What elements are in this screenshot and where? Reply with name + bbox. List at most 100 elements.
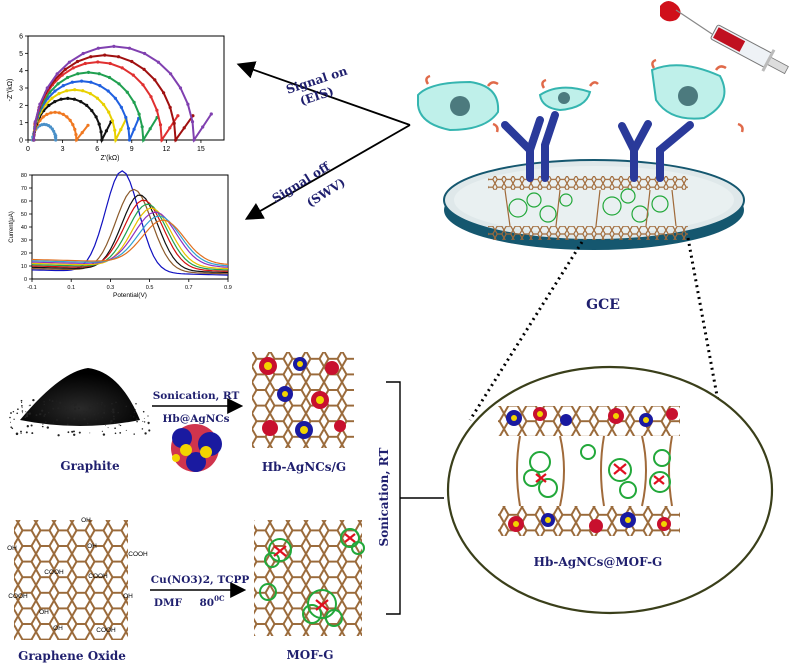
eis-point	[179, 86, 182, 89]
go-functional-group: OH	[123, 593, 133, 600]
eis-point	[174, 138, 177, 141]
hb-agncs-label: Hb@AgNCs	[162, 413, 229, 425]
eis-point	[141, 83, 144, 86]
eis-point	[108, 76, 111, 79]
go-functional-group: OH	[81, 517, 91, 524]
graphene-oxide-sheet: OHOHCOOHCOOHCOOHOHCOOHOHOHCOOHOH Graphen…	[7, 517, 148, 663]
eis-point	[105, 129, 108, 132]
graphite-speck	[26, 431, 28, 433]
eis-point	[96, 60, 99, 63]
cu-tcpp-label: Cu(NO3)2, TCPP	[151, 574, 250, 586]
graphite-speck	[56, 401, 57, 402]
graphite-speck	[112, 411, 114, 413]
eis-y-tick-label: 0	[19, 138, 23, 145]
eis-point	[60, 98, 63, 101]
eis-point	[120, 106, 123, 109]
swv-y-tick-label: 70	[21, 186, 27, 192]
eis-point	[121, 66, 124, 69]
graphite-speck	[112, 408, 115, 411]
eis-x-tick-label: 9	[130, 146, 134, 153]
graphite-label: Graphite	[60, 459, 120, 473]
eis-point	[98, 84, 101, 87]
temperature-label: 800C	[199, 594, 224, 609]
graphite-speck	[72, 415, 73, 416]
graphite-speck	[148, 429, 150, 431]
swv-x-tick-label: 0.3	[107, 285, 115, 291]
eis-point	[57, 82, 60, 85]
swv-y-ticks: 01020304050607080	[21, 173, 32, 283]
eis-point	[76, 60, 79, 63]
swv-y-tick-label: 40	[21, 225, 27, 231]
eis-point	[58, 111, 61, 114]
mof-g-sheet: MOF-G	[254, 520, 364, 662]
go-functional-group: COOH	[128, 551, 148, 558]
mof-g-label: MOF-G	[287, 648, 334, 662]
graphite-speck	[102, 431, 103, 432]
graphite-speck	[67, 410, 69, 412]
eis-point	[96, 97, 99, 100]
eis-point	[169, 72, 172, 75]
eis-point	[56, 72, 59, 75]
graphite-speck	[73, 434, 75, 436]
eis-point	[46, 86, 49, 89]
eis-point	[98, 123, 101, 126]
graphite-speck	[71, 431, 73, 433]
eis-point	[57, 92, 60, 95]
graphite-speck	[78, 402, 79, 403]
graphite-speck	[20, 433, 21, 434]
graphite-speck	[36, 414, 38, 416]
graphite-speck	[41, 414, 42, 415]
eis-point	[168, 126, 171, 129]
eis-point	[90, 109, 93, 112]
graphite-speck	[26, 413, 28, 415]
graphite-speck	[89, 407, 91, 409]
graphite-speck	[89, 432, 90, 433]
go-functional-group: OH	[87, 543, 97, 550]
graphite-speck	[110, 420, 113, 423]
eis-point	[143, 68, 146, 71]
eis-point	[66, 76, 69, 79]
graphite-speck	[22, 407, 23, 408]
eis-point	[114, 97, 117, 100]
graphite-speck	[67, 424, 69, 426]
graphite-speck	[126, 430, 127, 431]
eis-x-axis-label: Z'(kΩ)	[100, 155, 119, 162]
graphite-speck	[79, 415, 81, 417]
eis-point	[169, 106, 172, 109]
hb-agncs-g-label: Hb-AgNCs/G	[262, 460, 346, 474]
graphite-speck	[26, 415, 29, 418]
eis-point	[45, 113, 48, 116]
graphite-speck	[111, 403, 113, 405]
graphite-pile	[20, 368, 140, 426]
graphite-speck	[101, 404, 102, 405]
graphite-speck	[78, 420, 79, 421]
eis-point	[81, 89, 84, 92]
graphite-speck	[147, 415, 148, 416]
go-functional-group: COOH	[8, 593, 28, 600]
eis-y-tick-label: 2	[19, 103, 23, 110]
graphite-speck	[135, 409, 136, 410]
eis-point	[112, 45, 115, 48]
graphite-speck	[53, 422, 54, 423]
electrode-graphene-layer-bottom	[488, 226, 688, 240]
eis-x-tick-label: 15	[197, 146, 205, 153]
graphite-speck	[21, 402, 22, 403]
eis-plot-frame	[28, 36, 224, 140]
graphite-speck	[42, 426, 43, 427]
graphite-speck	[117, 412, 118, 413]
graphite-speck	[52, 400, 54, 402]
graphite-speck	[113, 418, 115, 420]
graphite-speck	[22, 412, 23, 413]
eis-point	[111, 119, 114, 122]
gce-label: GCE	[586, 297, 620, 313]
eis-point	[89, 55, 92, 58]
eis-y-tick-label: 3	[19, 86, 23, 93]
go-functional-group: OH	[53, 625, 63, 632]
graphite-speck	[25, 411, 26, 412]
eis-point	[86, 124, 89, 127]
eis-point	[141, 125, 144, 128]
eis-point	[87, 71, 90, 74]
graphite-speck	[57, 407, 59, 409]
eis-point	[107, 89, 110, 92]
swv-y-tick-label: 80	[21, 173, 27, 179]
